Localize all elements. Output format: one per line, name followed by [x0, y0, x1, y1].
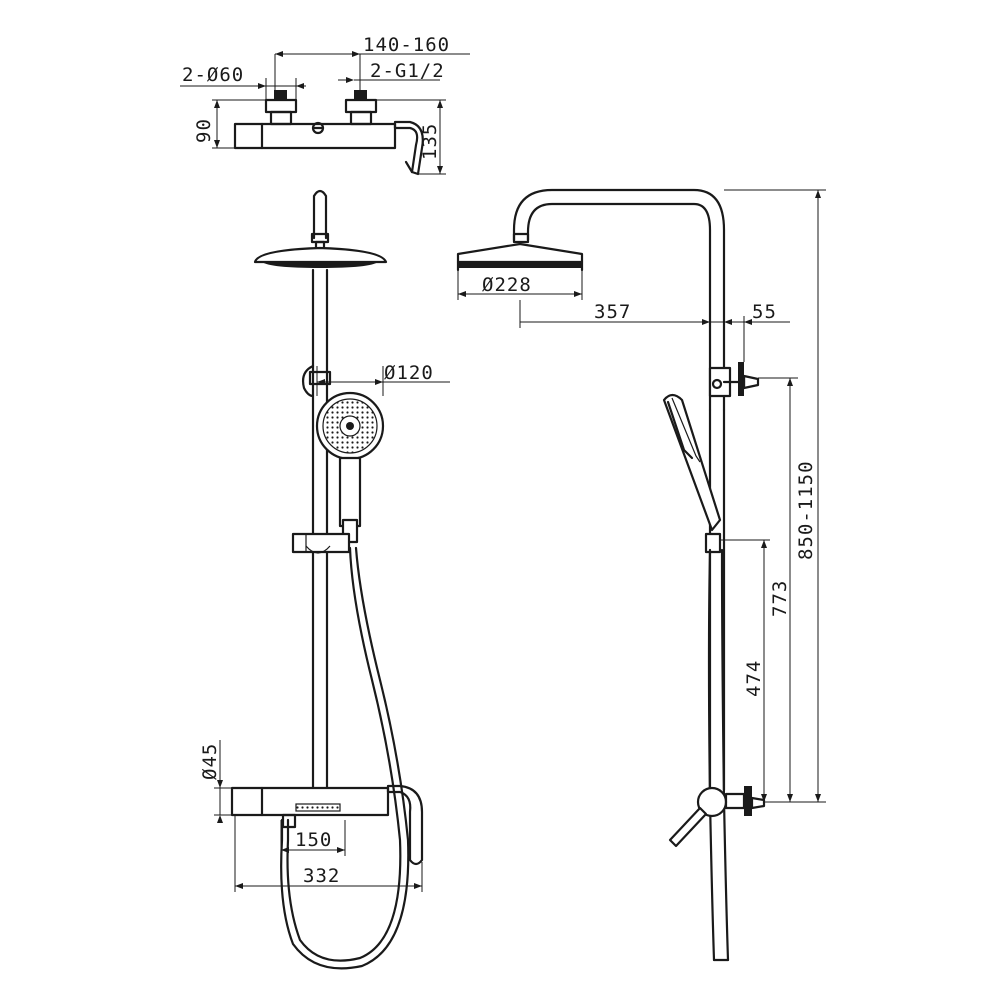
upper-wall-bracket-side — [708, 362, 760, 398]
dimension-holder-height: 773 — [758, 377, 798, 802]
label-wall-offset: 55 — [752, 301, 777, 323]
dimension-inlet-spacing: 140-160 — [274, 34, 470, 90]
dimension-valve-length: 332 — [234, 815, 423, 892]
rain-shower-head-side — [456, 232, 584, 272]
right-inlet-connector — [344, 90, 378, 126]
dimension-inlet-thread: 2-G1/2 — [338, 60, 445, 83]
dimension-hand-shower-diameter: Ø120 — [316, 362, 450, 396]
label-valve-body-diameter: Ø45 — [199, 743, 221, 780]
label-valve-length: 332 — [303, 865, 340, 887]
hand-shower-side — [662, 393, 722, 532]
label-valve-height: 90 — [193, 118, 215, 143]
label-holder-height: 773 — [769, 580, 791, 617]
label-valve-depth: 135 — [419, 123, 441, 160]
left-inlet-connector — [264, 90, 298, 126]
label-slider-height: 474 — [743, 660, 765, 697]
slider-side — [704, 532, 722, 554]
rain-shower-head-front — [253, 246, 388, 268]
dimension-rail-height: 850-1150 — [724, 189, 826, 803]
label-inlet-thread: 2-G1/2 — [370, 60, 445, 82]
thermostatic-valve-side — [668, 786, 766, 848]
label-arm-projection: 357 — [594, 301, 631, 323]
thermostatic-valve-front — [230, 784, 424, 866]
label-spout-distance: 150 — [295, 829, 332, 851]
dimension-valve-body-diameter: Ø45 — [199, 740, 232, 823]
dimension-valve-depth: 135 — [376, 99, 446, 175]
dimension-arm-projection: 357 55 — [519, 300, 790, 362]
dimension-spout-distance: 150 — [280, 820, 346, 856]
front-view: Ø120 Ø45 150 332 — [199, 189, 450, 970]
label-hand-shower-diameter: Ø120 — [384, 362, 434, 384]
dimension-inlet-diameter: 2-Ø60 — [180, 64, 306, 100]
slider-front — [291, 532, 351, 554]
dimension-rain-head-diameter: Ø228 — [457, 268, 583, 300]
label-rain-head-diameter: Ø228 — [482, 274, 532, 296]
label-rail-height: 850-1150 — [795, 460, 817, 560]
label-inlet-diameter: 2-Ø60 — [182, 64, 244, 86]
label-inlet-spacing: 140-160 — [363, 34, 450, 56]
dimension-valve-height: 90 — [193, 99, 266, 149]
valve-top-view: 140-160 2-Ø60 2-G1/2 90 — [180, 34, 470, 176]
side-view: Ø228 357 55 850-1150 — [456, 188, 826, 962]
dimension-slider-height: 474 — [720, 539, 770, 802]
